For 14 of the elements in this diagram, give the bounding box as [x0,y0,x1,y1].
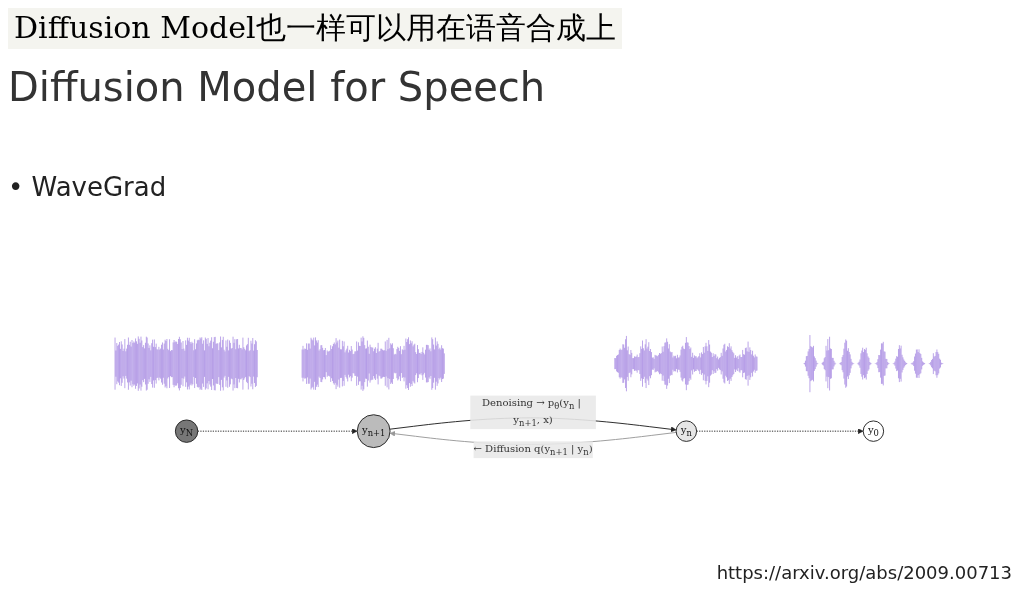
slide-title: Diffusion Model for Speech [8,64,546,110]
node-circle: y$_{N}$ [174,419,199,443]
handwritten-note: Diffusion Model也一样可以用在语音合成上 [8,8,622,49]
waveform-picture [614,335,758,392]
waveform-picture [801,334,945,393]
waveform-picture [301,336,445,392]
edge-label: ← Diffusion q(y$_{n+1}$ | y$_{n}$) [473,442,593,457]
node-circle: y$_{n}$ [675,420,698,442]
reference-link: https://arxiv.org/abs/2009.00713 [716,562,1012,583]
waveform-picture [114,336,258,392]
bullet-item: • WaveGrad [8,172,167,202]
edge-label: Denoising → p$_{θ}$(y$_{n}$ | y$_{n+1}$, x) [482,396,581,428]
node-circle: y$_{0}$ [862,420,885,442]
node-circle: y$_{n+1}$ [356,414,391,449]
